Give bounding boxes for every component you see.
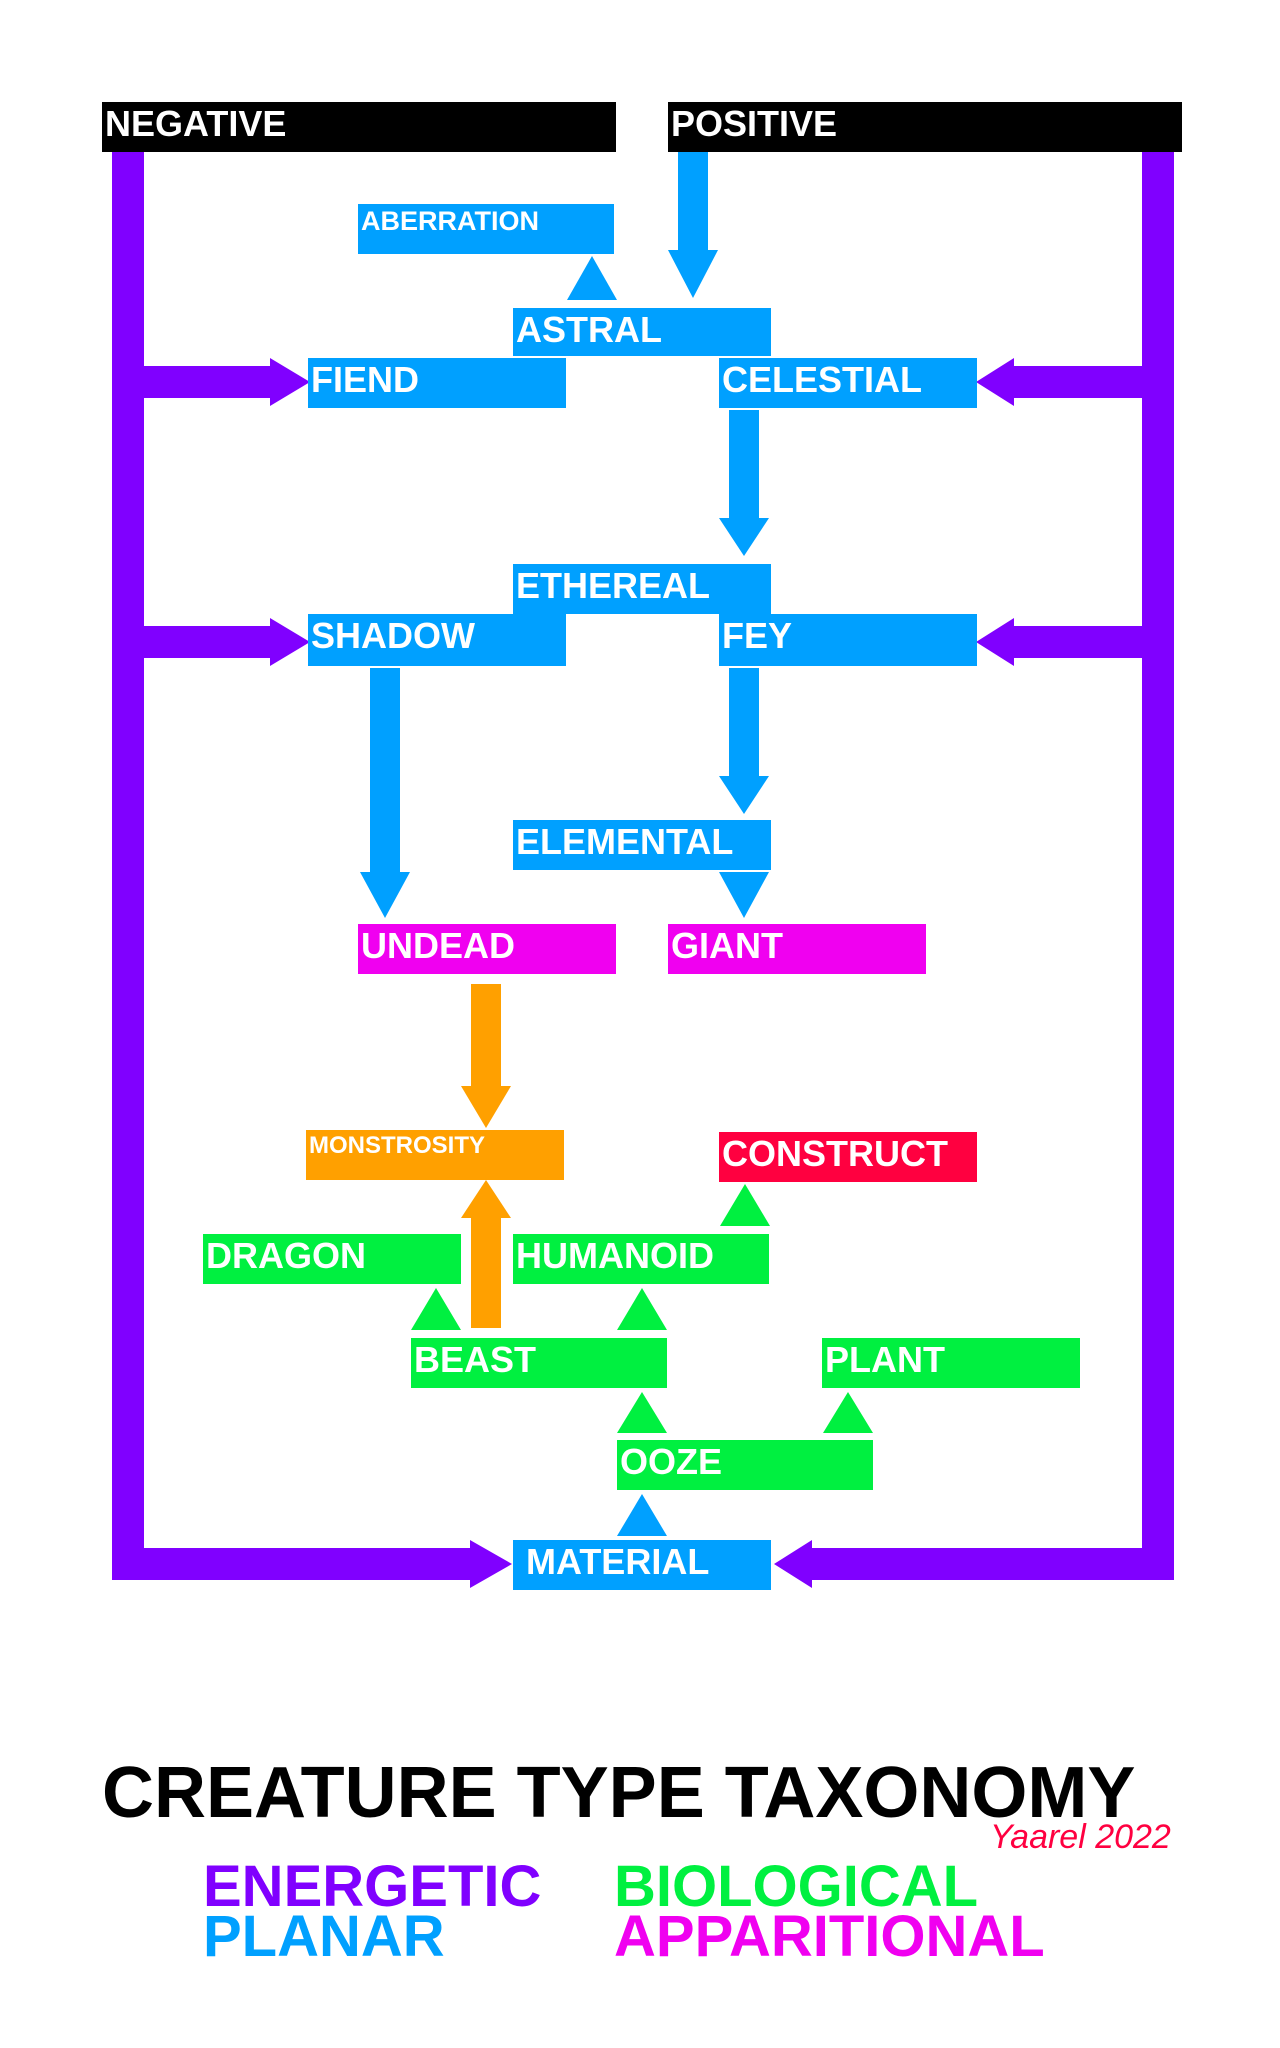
positive-box: POSITIVE [668,102,1182,152]
astral-box: ASTRAL [513,308,771,356]
dragon-box: DRAGON [203,1234,461,1284]
biological-arrows [411,1184,873,1433]
shadow-box: SHADOW [308,614,566,666]
celestial-box: CELESTIAL [719,358,977,408]
ooze-box: OOZE [617,1440,873,1490]
positive-energy-rail [774,150,1174,1588]
diagram-title: CREATURE TYPE TAXONOMY [102,1753,1136,1833]
fiend-box: FIEND [308,358,566,408]
elemental-box: ELEMENTAL [513,820,771,870]
negative-box: NEGATIVE [102,102,616,152]
monstrosity-box: MONSTROSITY [306,1130,564,1180]
giant-box: GIANT [668,924,926,974]
negative-energy-rail [112,150,512,1588]
undead-box: UNDEAD [358,924,616,974]
aberration-box: ABERRATION [358,204,614,254]
author-credit: Yaarel 2022 [990,1818,1171,1856]
monstrosity-arrows [461,984,511,1328]
legend-energetic: ENERGETIC [203,1854,542,1919]
humanoid-box: HUMANOID [513,1234,769,1284]
ethereal-box: ETHEREAL [513,564,771,614]
construct-box: CONSTRUCT [719,1132,977,1182]
plant-box: PLANT [822,1338,1080,1388]
fey-box: FEY [719,614,977,666]
legend-biological: BIOLOGICAL [614,1854,979,1919]
material-box: MATERIAL [513,1540,771,1590]
legend-planar: PLANAR [203,1904,445,1969]
planar-arrows [360,152,769,1536]
beast-box: BEAST [411,1338,667,1388]
legend-apparitional: APPARITIONAL [614,1904,1045,1969]
